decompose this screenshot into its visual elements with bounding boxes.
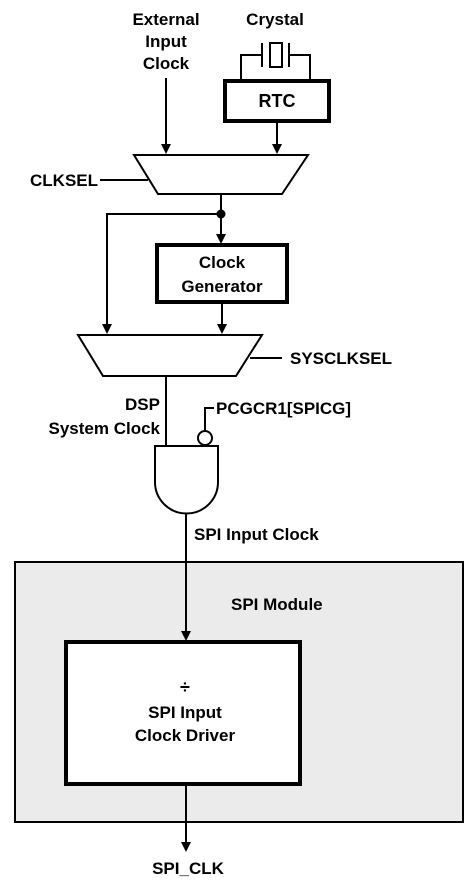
sysclksel-label: SYSCLKSEL — [290, 349, 392, 368]
spi-clock-driver-box — [64, 640, 302, 786]
clksel-mux — [132, 154, 310, 195]
divider-symbol: ÷ — [180, 677, 190, 697]
clksel-label: CLKSEL — [30, 171, 98, 190]
crystal-label: Crystal — [246, 10, 304, 29]
pcgcr1-line — [204, 407, 214, 430]
spi-clock-driver-label-line2: Clock Driver — [135, 726, 236, 745]
pcgcr1-label: PCGCR1[SPICG] — [216, 399, 351, 418]
rtc-label: RTC — [259, 91, 296, 111]
external-input-clock-label-line3: Clock — [143, 54, 190, 73]
external-input-clock-label-line2: Input — [145, 32, 187, 51]
sysclksel-mux — [76, 334, 264, 377]
external-input-clock-label-line1: External — [132, 10, 199, 29]
crystal-symbol — [240, 42, 311, 81]
clock-generator-box — [155, 243, 289, 304]
bypass-line — [102, 213, 221, 334]
clock-generator-label-line2: Generator — [181, 277, 263, 296]
rtc-box — [223, 79, 331, 123]
clock-generator-label-line1: Clock — [199, 253, 246, 272]
dsp-system-clock-label-line1: DSP — [125, 395, 160, 414]
spi-clock-driver-label-line1: SPI Input — [148, 703, 222, 722]
and-gate — [154, 445, 219, 515]
spi-input-clock-label: SPI Input Clock — [194, 525, 319, 544]
spi-module-label: SPI Module — [231, 595, 323, 614]
spi-clk-label: SPI_CLK — [152, 859, 225, 878]
dsp-system-clock-label-line2: System Clock — [49, 419, 161, 438]
pcgcr1-inversion-bubble — [197, 430, 213, 446]
